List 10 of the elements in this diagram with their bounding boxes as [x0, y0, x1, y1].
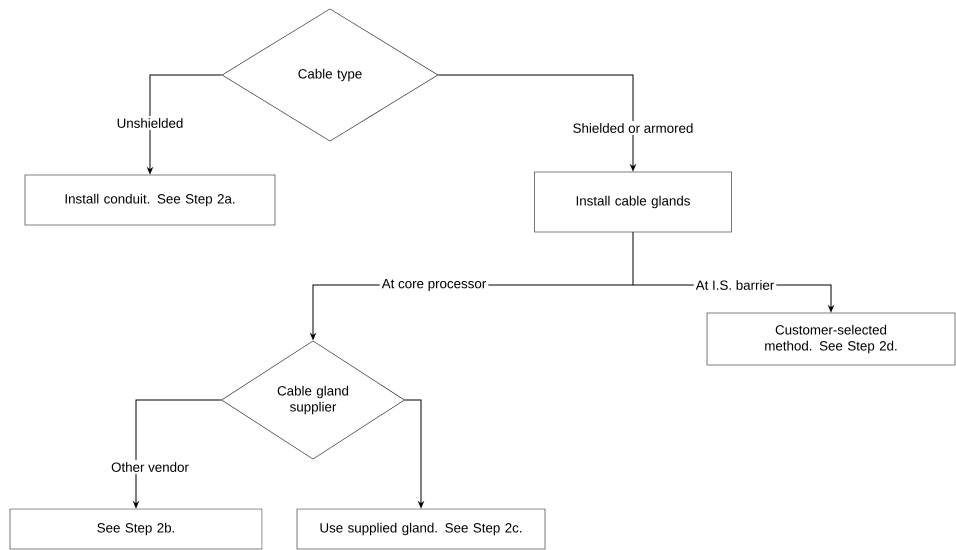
process-box: See Step 2b. — [10, 508, 262, 550]
edge-label: Other vendor — [109, 460, 191, 474]
process-box: Customer-selected method. See Step 2d. — [706, 312, 956, 366]
process-box: Use supplied gland. See Step 2c. — [296, 508, 546, 550]
edge-label: Unshielded — [114, 116, 186, 130]
edge-label: Shielded or armored — [570, 121, 696, 135]
edge-label: At I.S. barrier — [694, 278, 776, 292]
edge-label: At core processor — [380, 277, 488, 293]
process-box: Install conduit. See Step 2a. — [24, 174, 276, 226]
process-box: Install cable glands — [534, 172, 732, 232]
